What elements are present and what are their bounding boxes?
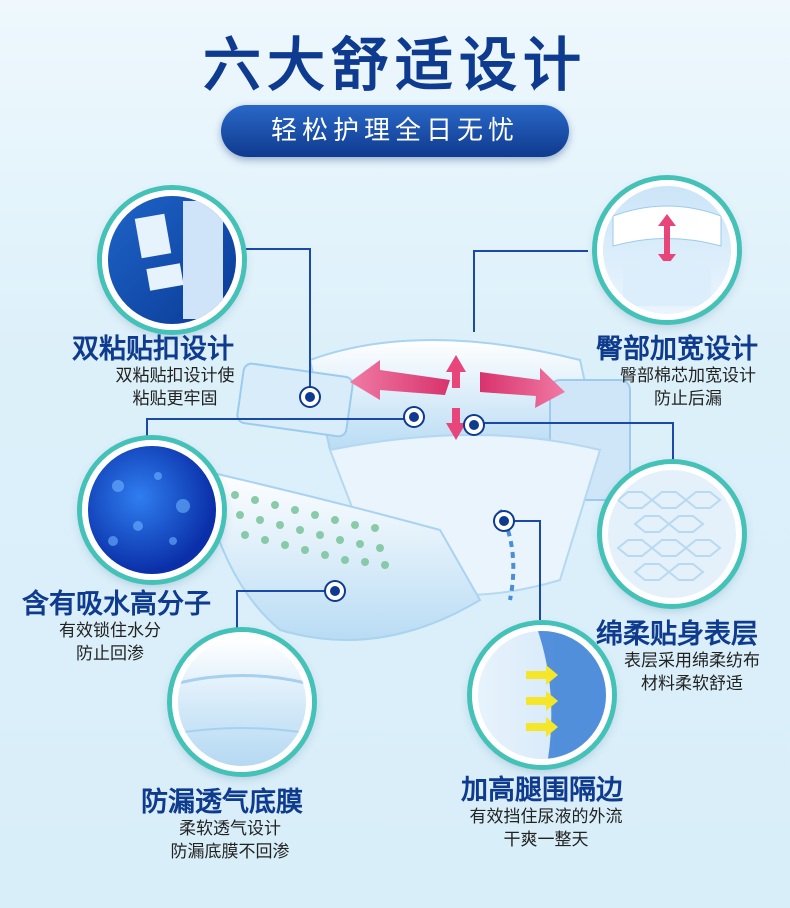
connector-line: [146, 418, 148, 438]
feature-desc-backsheet: 柔软透气设计 防漏底膜不回渗: [170, 819, 290, 862]
connector-line: [146, 418, 412, 420]
marker-dot: [495, 512, 513, 530]
connector-line: [672, 422, 674, 462]
polymer-closeup-circle: [82, 440, 222, 580]
diaper-illustration: [180, 300, 650, 670]
backsheet-closeup-circle: [172, 632, 312, 772]
connector-line: [236, 590, 238, 632]
connector-line: [505, 520, 541, 522]
feature-desc-waist: 臀部棉芯加宽设计 防止后漏: [620, 366, 756, 409]
connector-line: [235, 248, 311, 250]
marker-dot: [405, 408, 423, 426]
leg-cuffs-closeup-circle: [472, 625, 612, 765]
feature-desc-leg-cuffs: 有效挡住尿液的外流 干爽一整天: [469, 807, 623, 850]
connector-line: [236, 590, 336, 592]
connector-line: [473, 250, 588, 252]
marker-dot: [301, 388, 319, 406]
feature-title-waist: 臀部加宽设计: [596, 334, 758, 365]
feature-title-topsheet: 绵柔贴身表层: [596, 619, 758, 650]
connector-line: [478, 422, 674, 424]
topsheet-closeup-circle: [602, 464, 742, 604]
feature-title-leg-cuffs: 加高腿围隔边: [461, 775, 623, 806]
marker-dot: [465, 416, 483, 434]
connector-line: [473, 250, 475, 332]
connector-line: [309, 248, 311, 394]
waist-closeup-circle: [597, 180, 737, 320]
feature-desc-polymer: 有效锁住水分 防止回渗: [59, 621, 161, 664]
feature-desc-fastener: 双粘贴扣设计使 粘贴更牢固: [115, 366, 235, 409]
feature-title-backsheet: 防漏透气底膜: [141, 787, 303, 818]
page-title: 六大舒适设计: [202, 31, 587, 99]
subtitle-banner: 轻松护理全日无忧: [221, 105, 569, 157]
fastener-closeup-circle: [102, 190, 242, 330]
feature-title-fastener: 双粘贴扣设计: [72, 334, 234, 365]
feature-desc-topsheet: 表层采用绵柔纺布 材料柔软舒适: [624, 651, 760, 694]
marker-dot: [326, 582, 344, 600]
feature-title-polymer: 含有吸水高分子: [22, 589, 211, 620]
connector-line: [539, 520, 541, 620]
